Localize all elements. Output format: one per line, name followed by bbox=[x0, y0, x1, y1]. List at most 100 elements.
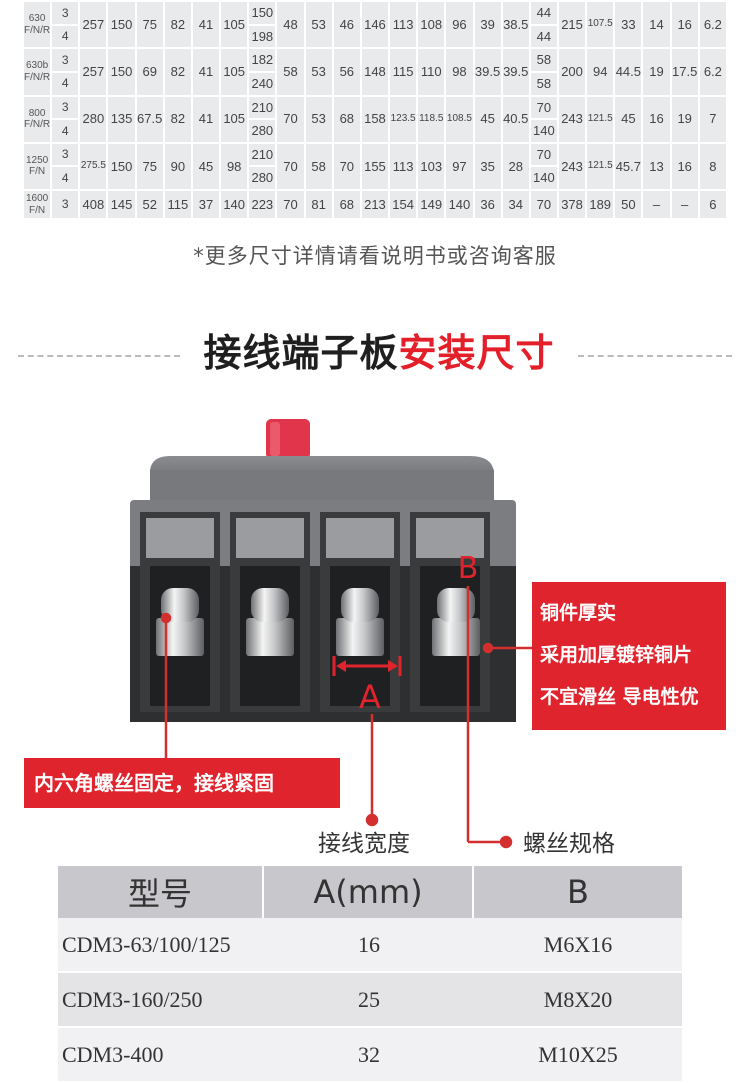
split-value-cell: 210 bbox=[247, 141, 278, 168]
heading-red: 安装尺寸 bbox=[398, 331, 555, 375]
footnote: *更多尺寸详情请看说明书或咨询客服 bbox=[193, 244, 557, 268]
value-cell: 105 bbox=[219, 0, 250, 50]
split-value-cell: 44 bbox=[528, 23, 559, 50]
value-cell: 113 bbox=[388, 141, 419, 192]
cell-b: M8X20 bbox=[543, 986, 613, 1012]
terminal-block-illustration: A B bbox=[130, 419, 532, 849]
value-cell: 41 bbox=[190, 0, 222, 50]
value-cell: 115 bbox=[388, 47, 419, 97]
value-cell: 50 bbox=[613, 189, 644, 220]
value-cell: 58 bbox=[303, 141, 334, 192]
split-value-cell: 280 bbox=[247, 165, 278, 192]
screw-spec-label: 螺丝规格 bbox=[523, 831, 615, 857]
value-cell: 38.5 bbox=[500, 0, 531, 50]
value-cell: 90 bbox=[162, 141, 193, 192]
split-value-cell: 70 bbox=[528, 141, 559, 168]
value-cell: 118.5 bbox=[416, 94, 447, 144]
split-value-cell: 58 bbox=[528, 70, 559, 97]
value-cell: 148 bbox=[359, 47, 391, 97]
table-row: CDM3-63/100/125 16 M6X16 bbox=[58, 918, 682, 973]
value-cell: 53 bbox=[303, 94, 334, 144]
value-cell: 6 bbox=[697, 189, 729, 220]
value-cell: 223 bbox=[247, 189, 278, 220]
value-cell: 82 bbox=[162, 0, 193, 50]
value-cell: 105 bbox=[219, 94, 250, 144]
split-value-cell: 182 bbox=[247, 47, 278, 73]
split-value-cell: 140 bbox=[528, 118, 559, 144]
cell-a: 16 bbox=[358, 931, 380, 957]
value-cell: 98 bbox=[219, 141, 250, 192]
split-value-cell: 140 bbox=[528, 165, 559, 192]
phase-cell: 3 bbox=[50, 47, 81, 73]
value-cell: 150 bbox=[106, 0, 137, 50]
value-cell: 140 bbox=[219, 189, 250, 220]
value-cell: 243 bbox=[556, 94, 588, 144]
split-value-cell: 70 bbox=[528, 94, 559, 121]
split-value-cell: 198 bbox=[247, 23, 278, 50]
hex-screw bbox=[432, 588, 480, 656]
marker-b: B bbox=[458, 551, 479, 586]
cell-a: 25 bbox=[358, 986, 380, 1012]
value-cell: 14 bbox=[641, 0, 672, 50]
split-value-cell: 44 bbox=[528, 0, 559, 26]
header-a: A(mm) bbox=[264, 866, 474, 918]
cell-model: CDM3-63/100/125 bbox=[62, 931, 231, 957]
value-cell: 150 bbox=[106, 141, 137, 192]
value-cell: 96 bbox=[444, 0, 475, 50]
value-cell: 69 bbox=[134, 47, 165, 97]
phase-cell: 4 bbox=[50, 165, 81, 192]
value-cell: 35 bbox=[472, 141, 503, 192]
value-cell: 200 bbox=[556, 47, 588, 97]
copper-feature-callout: 铜件厚实 采用加厚镀锌铜片 不宜滑丝 导电性优 bbox=[532, 582, 726, 730]
value-cell: 58 bbox=[275, 47, 306, 97]
value-cell: 45.7 bbox=[613, 141, 644, 192]
value-cell: 103 bbox=[416, 141, 447, 192]
value-cell: 243 bbox=[556, 141, 588, 192]
value-cell: 41 bbox=[190, 47, 222, 97]
value-cell: 105 bbox=[219, 47, 250, 97]
heading-black: 接线端子板 bbox=[203, 331, 399, 375]
value-cell: 275.5 bbox=[78, 141, 109, 192]
cell-b: M6X16 bbox=[543, 931, 613, 957]
model-text: F/N bbox=[29, 204, 46, 216]
phase-cell: 4 bbox=[50, 118, 81, 144]
value-cell: 98 bbox=[444, 47, 475, 97]
value-cell: 110 bbox=[416, 47, 447, 97]
value-cell: 94 bbox=[585, 47, 616, 97]
value-cell: 45 bbox=[190, 141, 222, 192]
model-text: 1600 bbox=[25, 193, 49, 205]
value-cell: 16 bbox=[641, 94, 672, 144]
model-text: 630 bbox=[28, 13, 46, 25]
value-cell: 67.5 bbox=[134, 94, 165, 144]
value-cell: 82 bbox=[162, 94, 193, 144]
model-text: F/N/R bbox=[24, 71, 51, 83]
value-cell: 378 bbox=[556, 189, 588, 220]
value-cell: 108 bbox=[416, 0, 447, 50]
value-cell: 13 bbox=[641, 141, 672, 192]
dimension-row: 4 280 140 bbox=[23, 165, 727, 192]
header-b: B bbox=[567, 873, 589, 911]
value-cell: 154 bbox=[388, 189, 419, 220]
value-cell: 70 bbox=[275, 94, 306, 144]
value-cell: 39.5 bbox=[500, 47, 531, 97]
split-value-cell: 240 bbox=[247, 70, 278, 97]
value-cell: 39 bbox=[472, 0, 503, 50]
cell-a: 32 bbox=[358, 1041, 380, 1067]
table-row: CDM3-400 32 M10X25 bbox=[58, 1028, 682, 1083]
value-cell: 6.2 bbox=[697, 47, 729, 97]
cell-model: CDM3-160/250 bbox=[62, 986, 203, 1012]
value-cell: 68 bbox=[331, 94, 362, 144]
value-cell: 45 bbox=[613, 94, 644, 144]
cell-model: CDM3-400 bbox=[62, 1041, 164, 1067]
cell-b: M10X25 bbox=[538, 1041, 618, 1067]
spec-table: 型号 A(mm) B CDM3-63/100/125 16 M6X16 CDM3… bbox=[58, 866, 682, 1083]
